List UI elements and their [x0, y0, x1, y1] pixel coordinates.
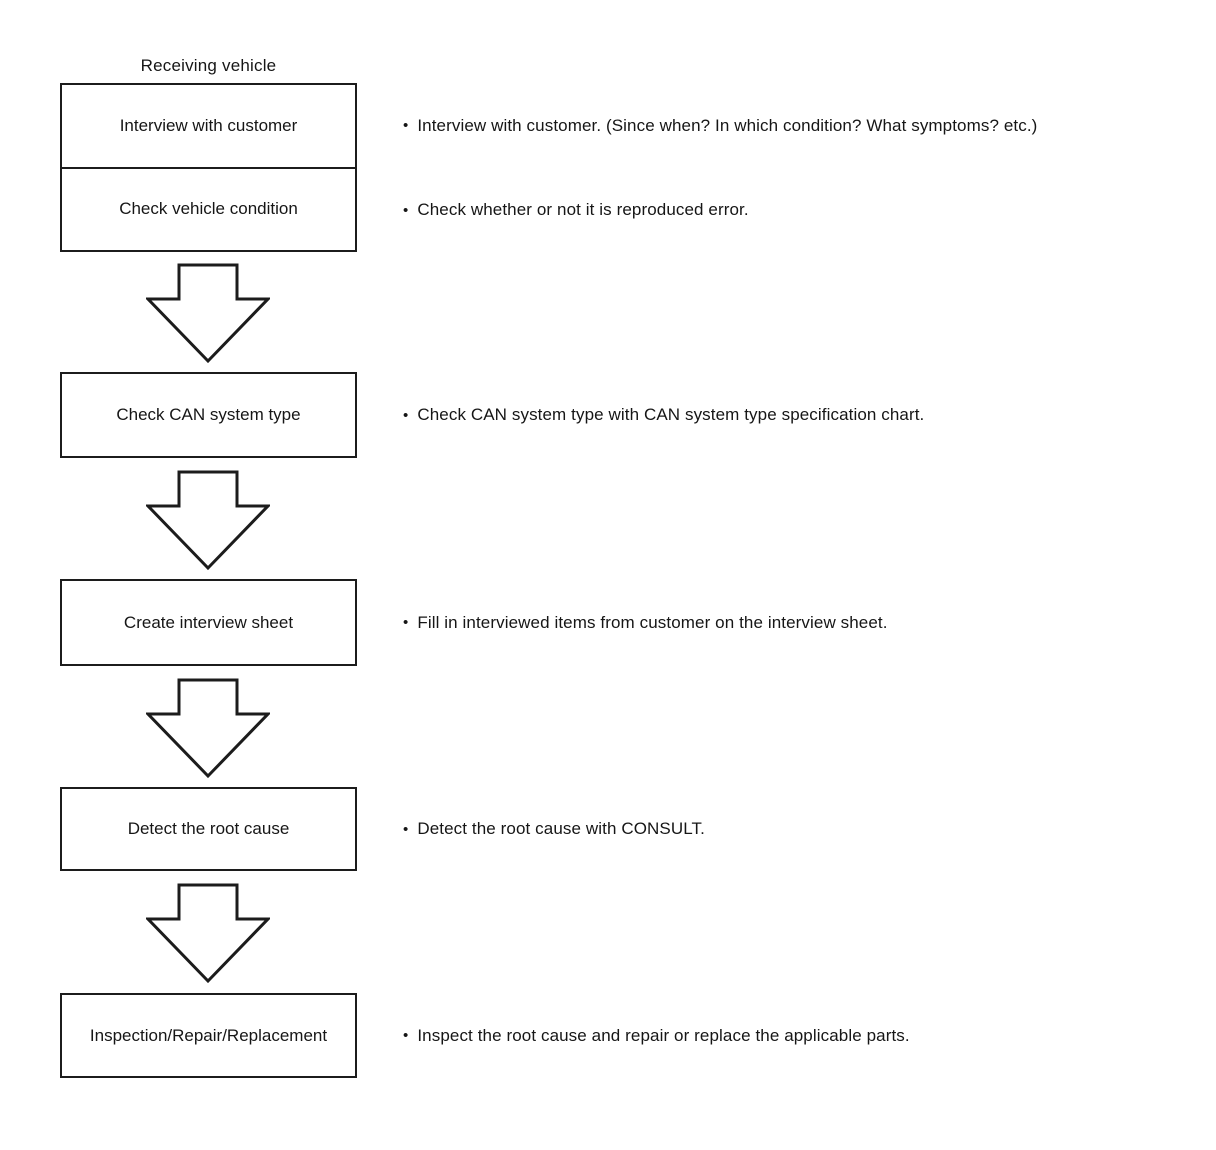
step-label: Create interview sheet [123, 612, 294, 632]
down-arrow-icon [146, 470, 270, 571]
bullet-icon: • [403, 117, 409, 134]
down-arrow-icon [146, 263, 270, 364]
step-box-receiving-vehicle: Interview with customer Check vehicle co… [60, 83, 357, 252]
step-check-vehicle-condition: Check vehicle condition [62, 166, 355, 251]
note-text: Check whether or not it is reproduced er… [417, 200, 749, 219]
note-check-can-system-type: • Check CAN system type with CAN system … [403, 372, 1203, 458]
down-arrow-icon [146, 678, 270, 779]
bullet-icon: • [403, 406, 409, 424]
step-create-interview-sheet: Create interview sheet [60, 579, 357, 666]
note-interview-with-customer: • Interview with customer. (Since when? … [403, 83, 1203, 168]
step-label: Detect the root cause [127, 819, 290, 838]
step-check-can-system-type: Check CAN system type [60, 372, 357, 458]
bullet-icon: • [403, 820, 409, 838]
note-create-interview-sheet: • Fill in interviewed items from custome… [403, 579, 1203, 666]
note-text: Inspect the root cause and repair or rep… [417, 1025, 910, 1045]
note-text: Check CAN system type with CAN system ty… [417, 405, 925, 424]
step-label: Check CAN system type [116, 405, 301, 424]
bullet-icon: • [403, 1027, 409, 1044]
step-label: Interview with customer [119, 115, 298, 135]
step-label: Check vehicle condition [119, 199, 298, 219]
note-check-vehicle-condition: • Check whether or not it is reproduced … [403, 168, 1203, 252]
down-arrow-icon [146, 883, 270, 984]
step-label: Inspection/Repair/Replacement [89, 1025, 328, 1045]
step-detect-the-root-cause: Detect the root cause [60, 787, 357, 871]
note-inspection-repair-replacement: • Inspect the root cause and repair or r… [403, 993, 1203, 1078]
flow-title: Receiving vehicle [140, 56, 277, 75]
note-text: Detect the root cause with CONSULT. [417, 819, 705, 838]
step-interview-with-customer: Interview with customer [62, 85, 355, 167]
note-text: Interview with customer. (Since when? In… [417, 115, 1038, 135]
note-text: Fill in interviewed items from customer … [417, 612, 888, 632]
note-detect-the-root-cause: • Detect the root cause with CONSULT. [403, 787, 1203, 871]
bullet-icon: • [403, 201, 409, 219]
step-inspection-repair-replacement: Inspection/Repair/Replacement [60, 993, 357, 1078]
bullet-icon: • [403, 614, 409, 631]
